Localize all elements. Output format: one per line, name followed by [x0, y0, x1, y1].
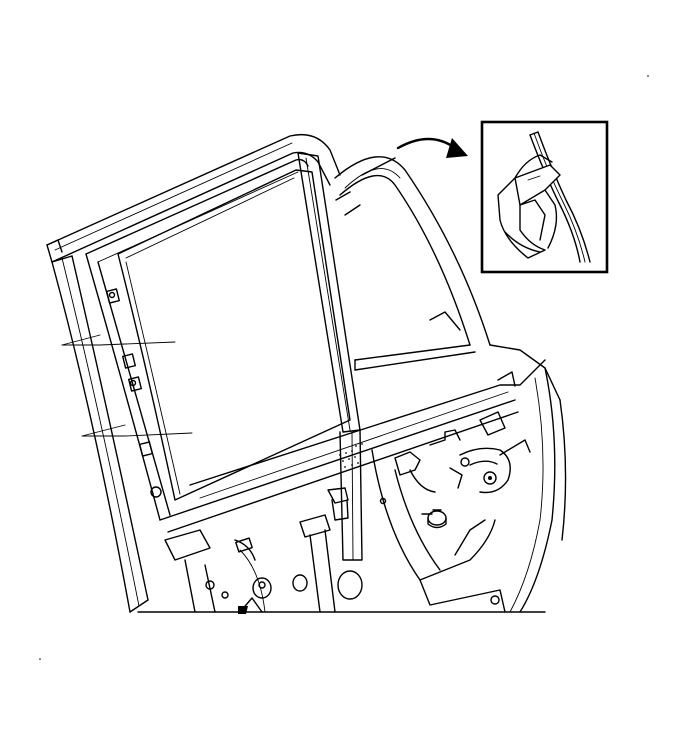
- direction-arrow: [396, 137, 468, 158]
- leader-line-lower: [81, 424, 193, 437]
- rear-quarter-window: [334, 156, 491, 371]
- inner-door-panel: [137, 344, 567, 613]
- stray-mark: [647, 75, 649, 77]
- detail-inset-clip: [480, 120, 609, 274]
- window-glass-opening: [117, 169, 351, 501]
- window-regulator: [238, 439, 531, 614]
- front-glass-run-channel: [297, 152, 363, 561]
- door-frame: [46, 133, 341, 613]
- retaining-bolt: [379, 497, 447, 529]
- leader-line-upper: [61, 334, 176, 346]
- stray-mark: [39, 658, 41, 660]
